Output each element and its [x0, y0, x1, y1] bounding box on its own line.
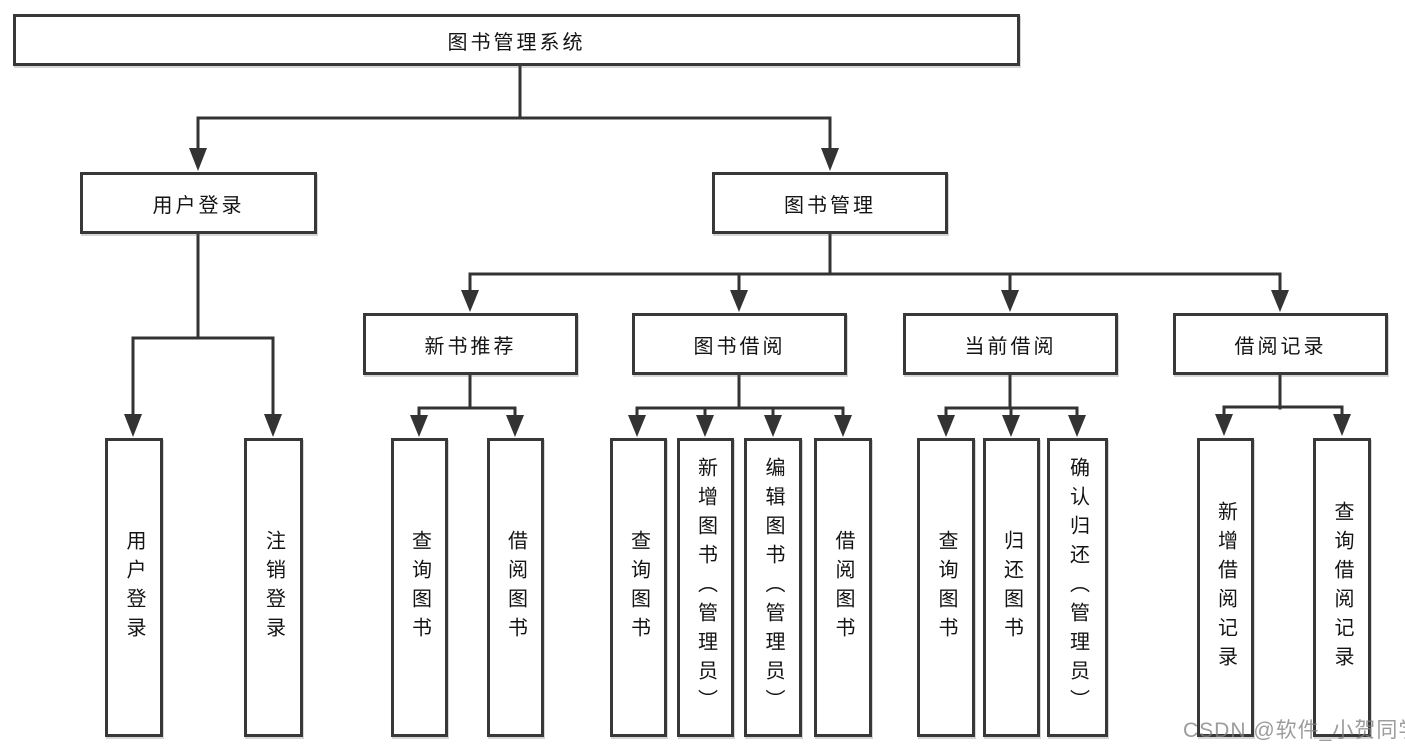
- node-user-login-group: 用户登录: [80, 172, 317, 234]
- leaf-query-books: 查询图书: [610, 438, 667, 737]
- leaf-borrow-books: 借阅图书: [814, 438, 872, 737]
- leaf-edit-books-admin: 编辑图书（管理员）: [744, 438, 802, 737]
- leaf-logout: 注销登录: [244, 438, 303, 737]
- node-new-book-recommendation: 新书推荐: [363, 313, 578, 375]
- node-book-borrowing: 图书借阅: [632, 313, 847, 375]
- leaf-query-books: 查询图书: [391, 438, 448, 737]
- leaf-query-books: 查询图书: [917, 438, 975, 737]
- csdn-watermark: CSDN @软件_小贺同学: [1183, 719, 1405, 742]
- node-current-borrowing: 当前借阅: [903, 313, 1118, 375]
- leaf-borrow-books: 借阅图书: [487, 438, 544, 737]
- leaf-confirm-return-admin: 确认归还（管理员）: [1047, 438, 1108, 737]
- arrowheads: [124, 148, 1351, 437]
- node-borrowing-records: 借阅记录: [1173, 313, 1388, 375]
- leaf-query-borrow-record: 查询借阅记录: [1313, 438, 1371, 737]
- leaf-add-books-admin: 新增图书（管理员）: [677, 438, 734, 737]
- node-library-system: 图书管理系统: [13, 14, 1020, 66]
- leaf-return-books: 归还图书: [983, 438, 1040, 737]
- node-book-management: 图书管理: [712, 172, 948, 234]
- leaf-add-borrow-record: 新增借阅记录: [1197, 438, 1254, 737]
- leaf-user-login: 用户登录: [105, 438, 163, 737]
